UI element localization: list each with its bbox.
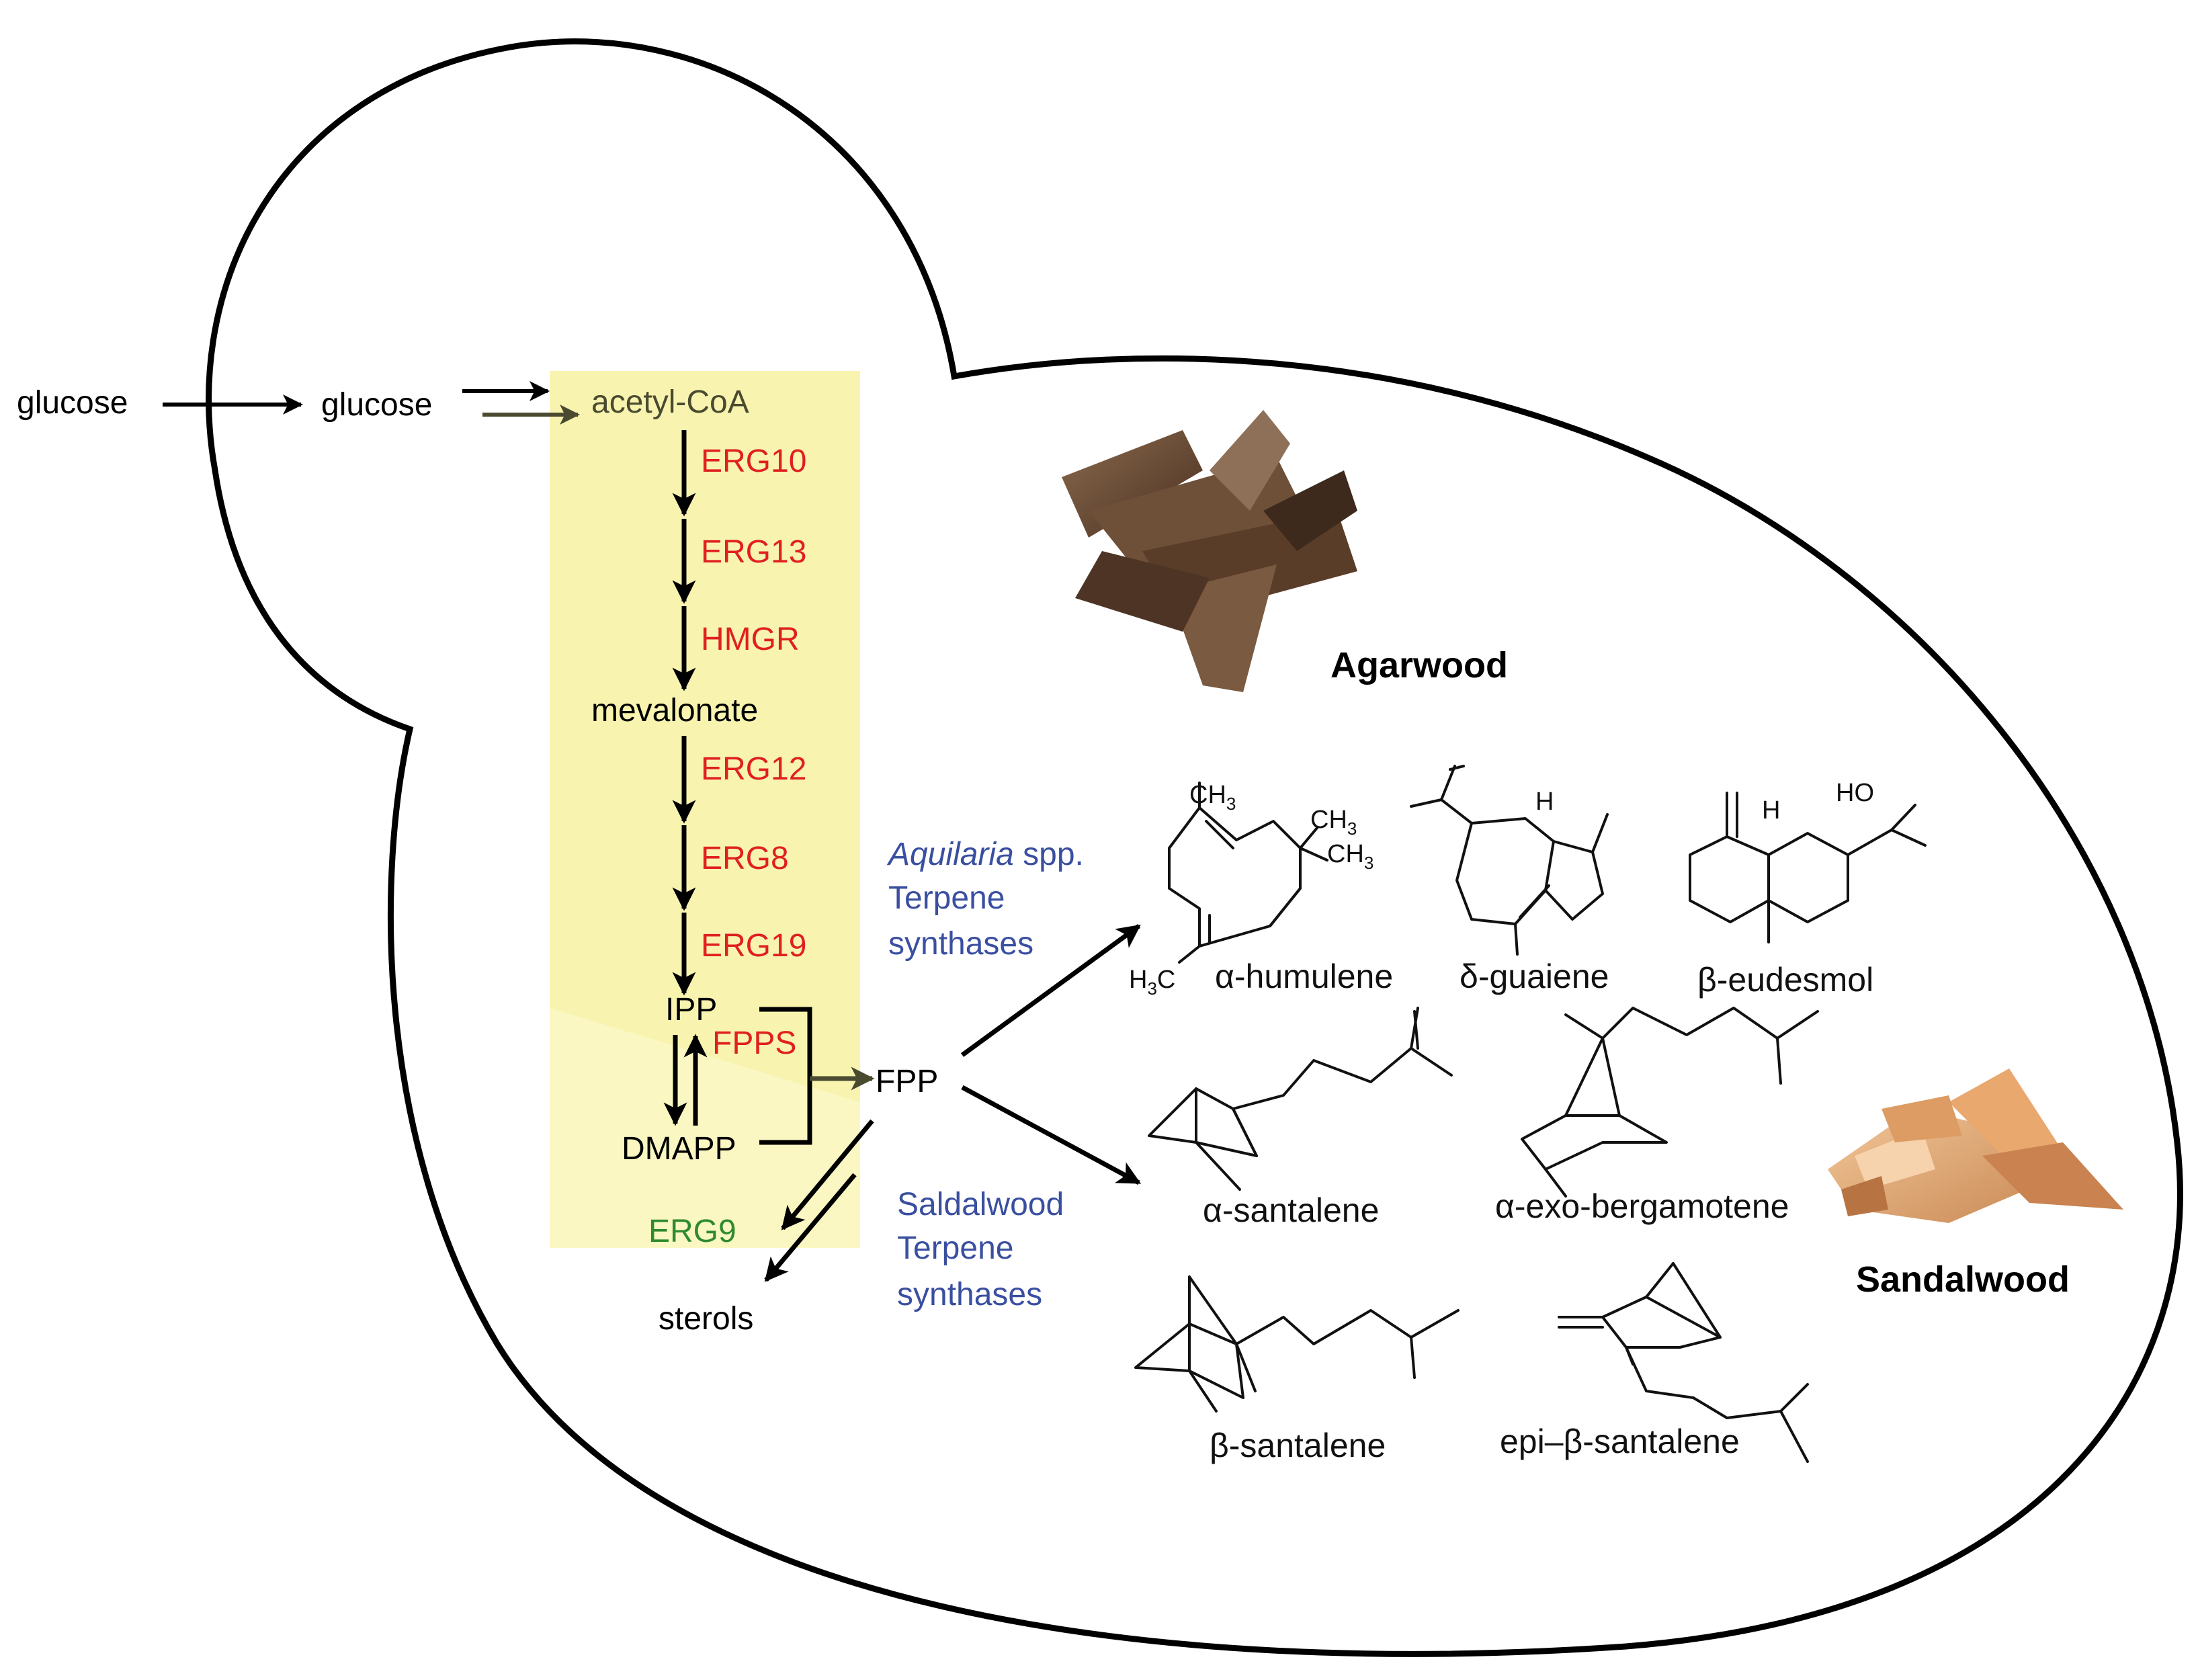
delta-guaiene-label: δ-guaiene xyxy=(1460,958,1609,995)
cytosol-glucose-label: glucose xyxy=(321,387,432,423)
delta-guaiene-structure xyxy=(1410,765,1609,956)
alpha-santalene-structure xyxy=(1148,1007,1453,1191)
hmgr-label: HMGR xyxy=(701,622,800,657)
sandalwood-title: Sandalwood xyxy=(1856,1259,2070,1300)
epi-beta-santalene-label: epi–β-santalene xyxy=(1500,1423,1740,1460)
agarwood-title: Agarwood xyxy=(1330,645,1508,685)
fpp-to-agarwood-arrow xyxy=(960,924,1141,1057)
erg10-label: ERG10 xyxy=(701,444,806,479)
erg8-label: ERG8 xyxy=(701,841,789,876)
mevalonate-label: mevalonate xyxy=(591,693,758,728)
fpp-to-sandalwood-arrow xyxy=(961,1085,1142,1185)
dmapp-label: DMAPP xyxy=(622,1131,736,1167)
beta-santalene-structure xyxy=(1134,1275,1460,1413)
alpha-santalene-label: α-santalene xyxy=(1203,1191,1379,1229)
humulene-ch3-top: CH3 xyxy=(1189,781,1236,814)
sandalwood-synthase-line3: synthases xyxy=(897,1277,1042,1312)
sandalwood-synthase-line2: Terpene xyxy=(897,1230,1013,1266)
ipp-label: IPP xyxy=(665,992,717,1027)
agarwood-synthase-line2: Terpene xyxy=(888,880,1005,916)
aquilaria-spp: spp. xyxy=(1014,837,1084,872)
eudesmol-ho: HO xyxy=(1836,779,1874,807)
erg13-label: ERG13 xyxy=(701,534,806,570)
acetyl-coa-label: acetyl-CoA xyxy=(591,384,749,420)
fpp-label: FPP xyxy=(876,1064,938,1099)
sterols-label: sterols xyxy=(659,1301,753,1337)
humulene-ch3-right2: CH3 xyxy=(1327,840,1373,873)
cell-outline xyxy=(206,38,2183,1657)
erg9-arrow-1 xyxy=(781,1119,874,1230)
alpha-humulene-structure xyxy=(1168,782,1328,964)
agarwood-image xyxy=(1062,410,1357,692)
guaiene-h: H xyxy=(1535,788,1554,816)
beta-eudesmol-structure xyxy=(1689,792,1927,943)
humulene-h3c: H3C xyxy=(1129,966,1175,999)
alpha-humulene-label: α-humulene xyxy=(1215,958,1393,995)
erg19-label: ERG19 xyxy=(701,928,806,964)
aquilaria-label: Aquilaria spp. xyxy=(886,837,1084,872)
humulene-ch3-right1: CH3 xyxy=(1310,806,1357,839)
beta-santalene-label: β-santalene xyxy=(1210,1427,1386,1464)
alpha-exo-bergamotene-structure xyxy=(1521,1007,1819,1198)
eudesmol-h: H xyxy=(1762,796,1780,825)
aquilaria-genus: Aquilaria xyxy=(886,837,1014,872)
beta-eudesmol-label: β-eudesmol xyxy=(1697,961,1873,999)
fpps-bracket xyxy=(759,1007,812,1145)
er-region-shade xyxy=(550,1008,860,1248)
erg12-label: ERG12 xyxy=(701,751,806,787)
sandalwood-image xyxy=(1828,1068,2123,1223)
epi-beta-santalene-structure xyxy=(1558,1262,1809,1463)
erg9-label: ERG9 xyxy=(648,1214,736,1249)
sandalwood-synthase-line1: Saldalwood xyxy=(897,1187,1064,1222)
agarwood-synthase-line3: synthases xyxy=(888,926,1033,962)
fpps-label: FPPS xyxy=(712,1025,796,1061)
outside-glucose-label: glucose xyxy=(17,385,128,421)
erg9-arrow-2 xyxy=(764,1173,857,1282)
alpha-exo-bergamotene-label: α-exo-bergamotene xyxy=(1495,1187,1789,1225)
